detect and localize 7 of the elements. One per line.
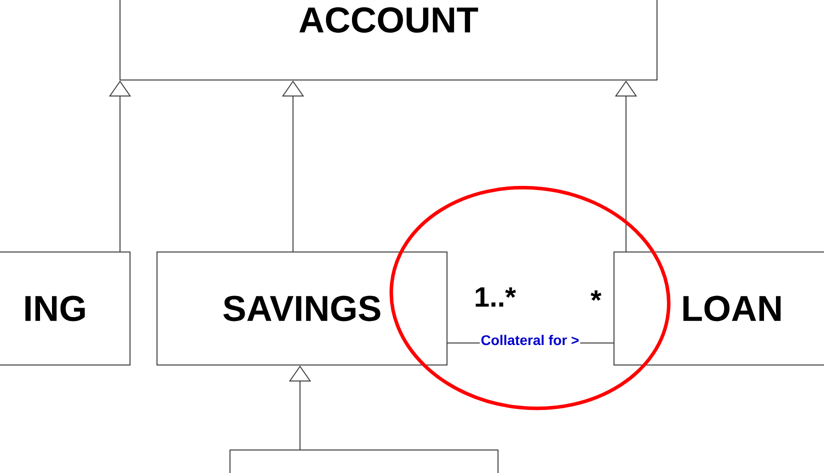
class-box: SAVINGS bbox=[156, 252, 448, 366]
edge-label: Collateral for > bbox=[480, 334, 580, 346]
class-box: ING bbox=[0, 252, 130, 366]
multiplicity-label: 1..* bbox=[476, 287, 516, 307]
class-box: ACCOUNT bbox=[120, 0, 658, 80]
class-box bbox=[230, 449, 498, 473]
class-box: LOAN bbox=[614, 252, 824, 366]
